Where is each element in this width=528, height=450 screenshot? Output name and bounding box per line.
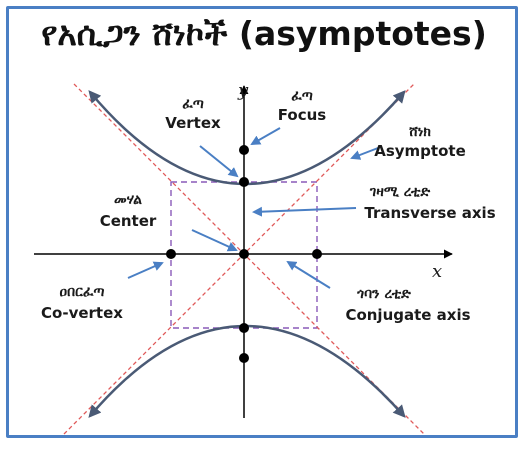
conjugate-label-amharic: ጎባን ረቲድ	[356, 286, 411, 302]
hyperbola-upper-branch	[88, 90, 406, 186]
covertex-pointer-arrow	[127, 261, 164, 279]
transverse-label-amharic: ገዛሚ ረቲድ	[369, 184, 431, 200]
covertex-label-english: Co-vertex	[41, 304, 123, 322]
asymptote-line-positive	[63, 83, 415, 435]
figure-border	[6, 6, 518, 438]
vertex-label-english: Vertex	[165, 114, 221, 132]
focus-label-english: Focus	[278, 106, 327, 124]
covertex-point-right	[312, 249, 322, 259]
asymptote-line-negative	[73, 83, 425, 435]
asymptote-pointer-arrow	[350, 147, 379, 160]
asymptote-label-amharic: ሸነክ	[408, 124, 431, 140]
transverse-pointer-arrow	[252, 206, 357, 217]
covertex-label-amharic: ዐበርፈጣ	[60, 284, 105, 300]
y-axis-label: y	[237, 80, 249, 101]
focus-point-upper	[239, 145, 249, 155]
conjugate-pointer-arrow	[286, 260, 331, 289]
conjugate-label-english: Conjugate axis	[345, 306, 470, 324]
vertex-point-upper	[239, 177, 249, 187]
covertex-point-left	[166, 249, 176, 259]
center-point	[239, 249, 249, 259]
transverse-label-english: Transverse axis	[364, 204, 495, 222]
focus-point-lower	[239, 353, 249, 363]
focus-label-amharic: ፈጣ	[291, 88, 313, 104]
hyperbola-lower-branch	[88, 324, 406, 418]
page-title: የአሲጋን ሸነኮች (asymptotes)	[41, 14, 487, 53]
vertex-point-lower	[239, 323, 249, 333]
vertex-pointer-arrow	[199, 145, 239, 178]
vertex-label-amharic: ፈጣ	[182, 96, 204, 112]
focus-pointer-arrow	[250, 127, 281, 145]
center-pointer-arrow	[191, 229, 238, 252]
center-label-amharic: መሃል	[114, 192, 142, 208]
x-axis-label: x	[432, 261, 442, 282]
asymptote-label-english: Asymptote	[374, 142, 466, 160]
center-label-english: Center	[100, 212, 157, 230]
